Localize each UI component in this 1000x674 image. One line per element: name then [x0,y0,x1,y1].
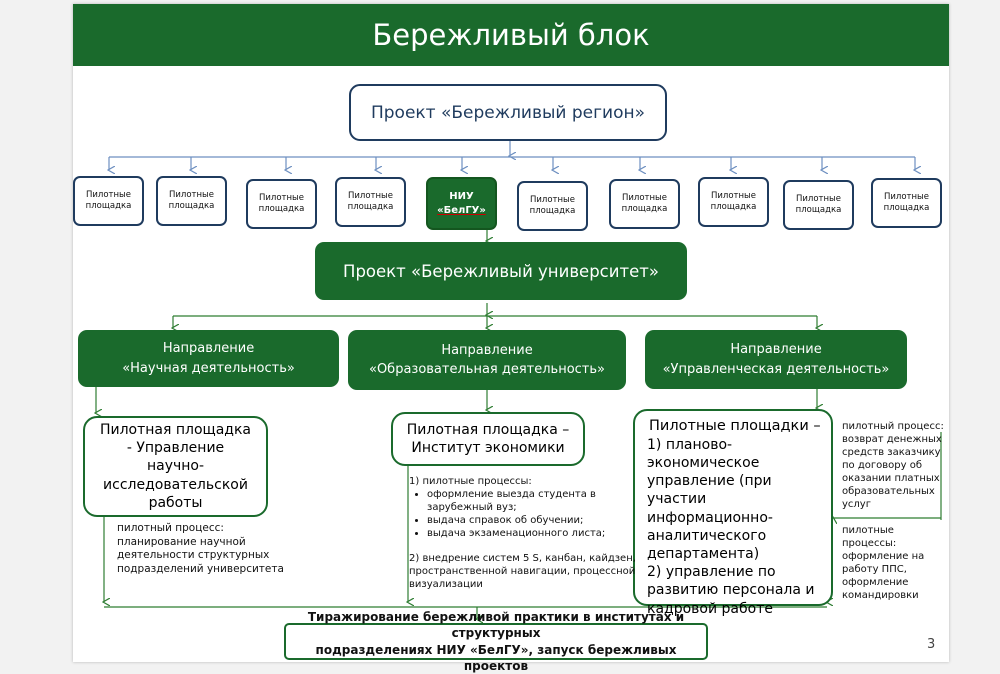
note-science-process: пилотный процесс: планирование научной д… [117,522,284,575]
slide: Бережливый блок [73,4,949,673]
process-item: выдача справок об обучении; [427,514,637,527]
pilot-site-box: Пилотные площадка [73,176,144,226]
niu-label: НИУ [449,191,474,202]
slide-title: Бережливый блок [73,4,949,66]
site3-item1: 1) планово-экономическое управление (при… [647,436,773,562]
direction-education-box: Направление «Образовательная деятельност… [348,330,626,390]
pilot-site-box: Пилотные площадка [335,177,406,227]
pilot-site-box: Пилотные площадка [246,179,317,229]
region-project-box: Проект «Бережливый регион» [349,84,667,141]
pilot-site-box: Пилотные площадка [783,180,854,230]
pilot-site-box: Пилотные площадка [871,178,942,228]
process-item: выдача экзаменационного листа; [427,527,637,540]
connector-lines [73,140,942,662]
site3-item2: 2) управление по развитию персонала и ка… [647,564,815,617]
process-item: оформление выезда студента в зарубежный … [427,488,637,514]
niu-belgu-box: НИУ «БелГУ» [426,177,497,230]
note-refund-process: пилотный процесс: возврат денежных средс… [842,421,944,510]
site-science-box: Пилотная площадка - Управление научно-ис… [83,416,268,517]
pilot-site-box: Пилотные площадка [609,179,680,229]
note-hr-processes: пилотные процессы: оформление на работу … [842,525,925,601]
direction-science-box: Направление «Научная деятельность» [78,330,339,387]
replication-footer-box: Тиражирование бережливой практики в инст… [284,610,708,673]
belgu-label: «БелГУ» [437,204,486,216]
pilot-site-box: Пилотные площадка [156,176,227,226]
pilot-site-box: Пилотные площадка [698,177,769,227]
site3-title: Пилотные площадки – [649,418,821,434]
university-project-box: Проект «Бережливый университет» [315,242,687,300]
direction-management-box: Направление «Управленческая деятельность… [645,330,907,389]
site-management-box: Пилотные площадки – 1) планово-экономиче… [633,409,833,617]
pilot-site-box: Пилотные площадка [517,181,588,231]
note-education-processes: 1) пилотные процессы: оформление выезда … [409,475,637,591]
site-education-box: Пилотная площадка – Институт экономики [391,412,585,466]
page-number: 3 [927,637,936,652]
